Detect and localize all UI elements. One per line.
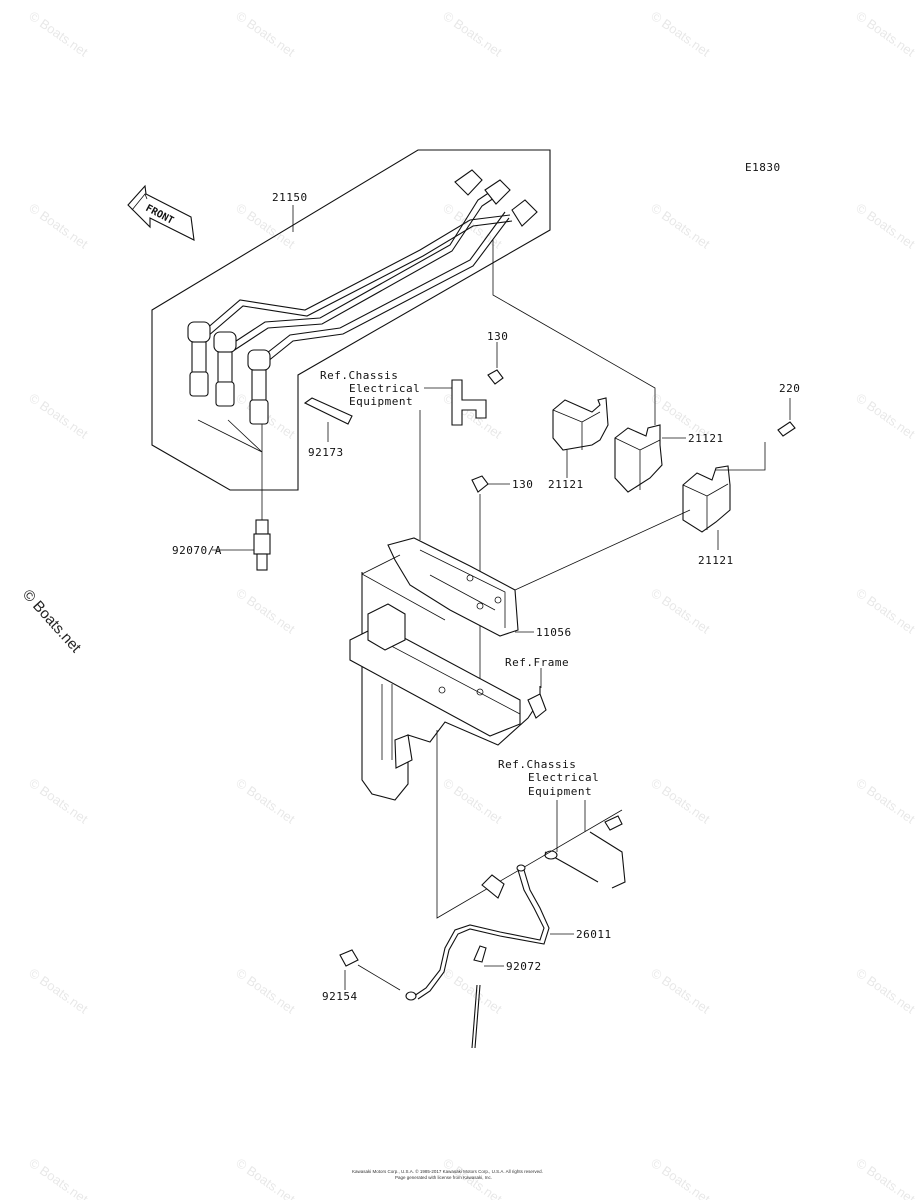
watermark: © Boats.net bbox=[853, 775, 917, 827]
watermark: © Boats.net bbox=[853, 390, 917, 442]
bolt-130-upper: 130 bbox=[487, 330, 508, 385]
ground-cable-26011: 26011 bbox=[405, 864, 612, 1001]
part-26011-label: 26011 bbox=[576, 928, 612, 941]
coil-bracket-11056: 11056 bbox=[361, 509, 691, 639]
part-92072-label: 92072 bbox=[506, 960, 542, 973]
part-130-top-label: 130 bbox=[487, 330, 508, 343]
part-11056-label: 11056 bbox=[536, 626, 572, 639]
copyright-line: Kawasaki Motors Corp., U.S.A. © 1985-201… bbox=[352, 1168, 543, 1174]
cable-tie-92072: 92072 bbox=[471, 945, 542, 1049]
watermark: © Boats.net bbox=[26, 8, 91, 60]
ignition-coil-b: 21121 bbox=[614, 424, 724, 493]
watermark: © Boats.net bbox=[648, 1155, 713, 1200]
clamp-92173: 92173 bbox=[303, 397, 353, 459]
frame-reference: Ref.Frame bbox=[349, 572, 569, 801]
part-21150-label: 21150 bbox=[272, 191, 308, 204]
watermark: © Boats.net bbox=[648, 200, 713, 252]
watermark: © Boats.net bbox=[26, 775, 91, 827]
part-92070-label: 92070/A bbox=[172, 544, 222, 557]
part-92154-label: 92154 bbox=[322, 990, 358, 1003]
ignition-coil-a: 21121 bbox=[548, 397, 609, 491]
watermark: © Boats.net bbox=[648, 8, 713, 60]
spark-plug: 92070/A bbox=[172, 519, 271, 571]
part-92173-label: 92173 bbox=[308, 446, 344, 459]
watermark: © Boats.net bbox=[233, 200, 298, 252]
diagram-code: E1830 bbox=[745, 161, 781, 174]
watermark: © Boats.net bbox=[440, 775, 505, 827]
watermark: © Boats.net bbox=[853, 965, 917, 1017]
bolt-92154: 92154 bbox=[322, 949, 401, 1003]
ref-frame-label: Ref.Frame bbox=[505, 656, 569, 669]
reference-chassis-lower: Ref.Chassis Electrical Equipment bbox=[436, 730, 626, 919]
watermark: © Boats.net bbox=[440, 965, 505, 1017]
bolt-220: 220 bbox=[715, 382, 800, 471]
watermark: © Boats.net bbox=[853, 585, 917, 637]
ref-chassis-line: Electrical bbox=[349, 382, 420, 395]
watermark: © Boats.net bbox=[440, 390, 505, 442]
watermark: © Boats.net bbox=[853, 1155, 917, 1200]
spark-plug-lead-assembly: 21150 bbox=[151, 149, 551, 520]
watermark: © Boats.net bbox=[233, 965, 298, 1017]
watermark: © Boats.net bbox=[233, 1155, 298, 1200]
copyright-line: Page generated with license from Kawasak… bbox=[395, 1175, 492, 1180]
watermark: © Boats.net bbox=[648, 965, 713, 1017]
part-21121-label: 21121 bbox=[688, 432, 724, 445]
watermark: © Boats.net bbox=[233, 585, 298, 637]
watermark: © Boats.net bbox=[26, 200, 91, 252]
ref-chassis-line: Electrical bbox=[528, 771, 599, 784]
ref-chassis-line: Equipment bbox=[528, 785, 592, 798]
watermark: © Boats.net bbox=[26, 1155, 91, 1200]
ref-chassis-line: Ref.Chassis bbox=[320, 369, 398, 382]
watermark: © Boats.net bbox=[440, 8, 505, 60]
watermark: © Boats.net bbox=[853, 8, 917, 60]
part-21121-label: 21121 bbox=[698, 554, 734, 567]
part-21121-label: 21121 bbox=[548, 478, 584, 491]
front-arrow-icon: FRONT bbox=[127, 184, 195, 241]
part-220-label: 220 bbox=[779, 382, 800, 395]
ref-chassis-line: Equipment bbox=[349, 395, 413, 408]
watermark: © Boats.net bbox=[853, 200, 917, 252]
ignition-coil-c: 21121 bbox=[682, 465, 734, 567]
side-watermark: © Boats.net bbox=[19, 586, 85, 656]
watermark: © Boats.net bbox=[26, 390, 91, 442]
part-130-mid-label: 130 bbox=[512, 478, 533, 491]
watermark: © Boats.net bbox=[233, 8, 298, 60]
ref-chassis-line: Ref.Chassis bbox=[498, 758, 576, 771]
watermark: © Boats.net bbox=[26, 965, 91, 1017]
watermark: © Boats.net bbox=[648, 775, 713, 827]
watermark: © Boats.net bbox=[233, 775, 298, 827]
reference-chassis-upper: Ref.Chassis Electrical Equipment bbox=[320, 369, 487, 540]
watermark: © Boats.net bbox=[648, 585, 713, 637]
